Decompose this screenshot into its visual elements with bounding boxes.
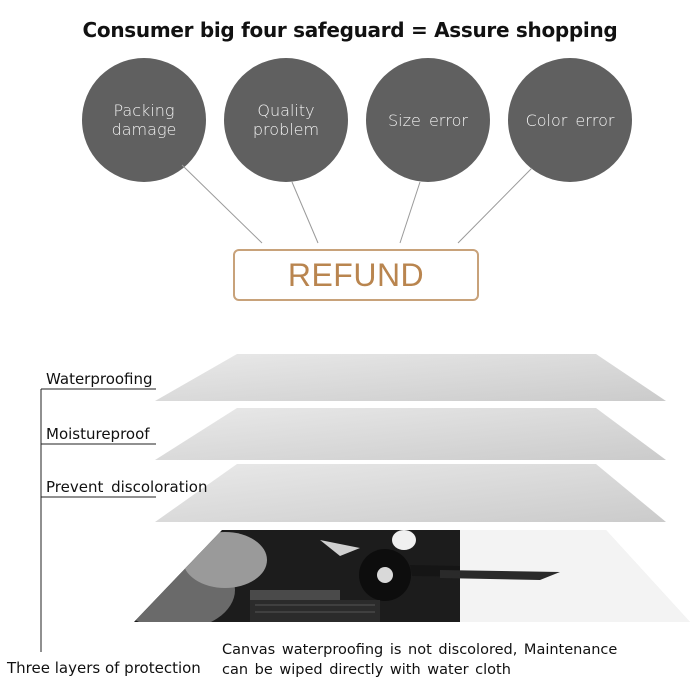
- safeguard-packing-damage: Packing damage: [82, 58, 206, 182]
- safeguard-quality-problem: Quality problem: [224, 58, 348, 182]
- safeguard-label: Size error: [388, 110, 468, 130]
- connector-line: [291, 181, 319, 244]
- safeguard-color-error: Color error: [508, 58, 632, 182]
- safeguard-label: Packing damage: [111, 101, 177, 139]
- layer-moistureproof: [155, 408, 666, 460]
- safeguard-size-error: Size error: [366, 58, 490, 182]
- label-prevent-discoloration: Prevent discoloration: [46, 478, 208, 496]
- connector-lines: [181, 164, 533, 244]
- three-layers-label: Three layers of protection: [7, 659, 201, 677]
- safeguard-label: Quality problem: [252, 101, 320, 139]
- page-title: Consumer big four safeguard = Assure sho…: [82, 18, 618, 42]
- refund-box: REFUND: [233, 249, 479, 301]
- canvas-caption: Canvas waterproofing is not discolored, …: [222, 642, 618, 678]
- layer-waterproofing: [155, 354, 666, 401]
- connector-line: [399, 181, 421, 244]
- layer-prevent-discoloration: [155, 464, 666, 522]
- label-waterproofing: Waterproofing: [46, 370, 153, 388]
- safeguard-label: Color error: [525, 110, 615, 130]
- label-moistureproof: Moistureproof: [46, 425, 150, 443]
- refund-label: REFUND: [287, 256, 425, 293]
- connector-line: [457, 167, 533, 244]
- canvas-print: [134, 530, 690, 622]
- connector-line: [181, 164, 263, 244]
